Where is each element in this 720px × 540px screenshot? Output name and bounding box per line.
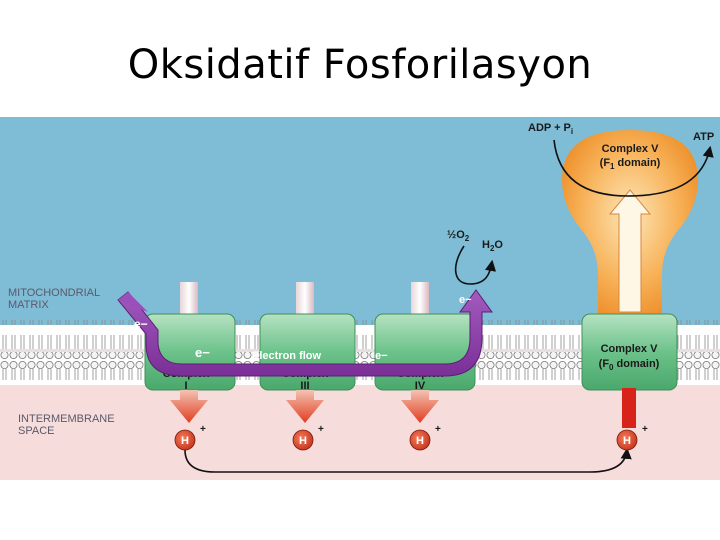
complex-iv-number: IV: [415, 380, 426, 392]
svg-text:H: H: [623, 435, 631, 447]
proton-arrow-1: [170, 390, 208, 423]
electron-symbol-start: e−: [134, 317, 148, 331]
adp-pi-label: ADP + Pi: [528, 122, 573, 136]
proton-2: H +: [292, 424, 324, 451]
complex-i-number: I: [184, 380, 187, 392]
svg-text:+: +: [642, 424, 648, 435]
svg-text:+: +: [318, 424, 324, 435]
svg-text:H: H: [416, 435, 424, 447]
complex-v-f0-domain-label: (F0 domain): [599, 358, 660, 372]
intermembrane-region: [0, 385, 720, 480]
electron-flow-label: Electron flow: [252, 350, 322, 362]
proton-3: H +: [409, 424, 441, 451]
proton-4: H +: [616, 424, 648, 451]
electron-symbol-2: e−: [375, 350, 388, 362]
complex-iv: Complex IV: [374, 313, 476, 392]
oxygen-label: ½O2: [447, 229, 470, 243]
oxygen-reduction: ½O2 H2O: [447, 229, 503, 285]
atp-label: ATP: [693, 131, 714, 143]
electron-symbol-1: e−: [195, 345, 210, 360]
svg-text:+: +: [200, 424, 206, 435]
electron-flow-arrow: [117, 289, 493, 377]
complex-iii-number: III: [300, 380, 309, 392]
intermembrane-label-line2: SPACE: [18, 425, 54, 437]
complex-v-f1-domain-label: (F1 domain): [600, 157, 661, 171]
svg-text:H: H: [299, 435, 307, 447]
page-title: Oksidatif Fosforilasyon: [127, 42, 593, 88]
complex-v-f0-label: Complex V: [601, 343, 659, 355]
svg-text:+: +: [435, 424, 441, 435]
atp-synthesis: ADP + Pi ATP: [528, 122, 714, 197]
proton-1: H +: [174, 424, 206, 451]
proton-channel-complex-v: [622, 388, 636, 428]
complex-v-f1-domain: Complex V (F1 domain): [562, 130, 698, 320]
svg-text:H: H: [181, 435, 189, 447]
matrix-label-line2: MATRIX: [8, 299, 49, 311]
electron-symbol-end: e−: [459, 294, 472, 306]
proton-arrow-2: [286, 390, 324, 423]
matrix-label-line1: MITOCHONDRIAL: [8, 287, 100, 299]
complex-v-f1-label: Complex V: [602, 143, 660, 155]
intermembrane-label-line1: INTERMEMBRANE: [18, 413, 115, 425]
complex-v-f0-domain: Complex V (F0 domain): [581, 313, 678, 391]
proton-arrow-3: [401, 390, 439, 423]
proton-return-path: [184, 447, 632, 473]
water-label: H2O: [482, 239, 503, 253]
